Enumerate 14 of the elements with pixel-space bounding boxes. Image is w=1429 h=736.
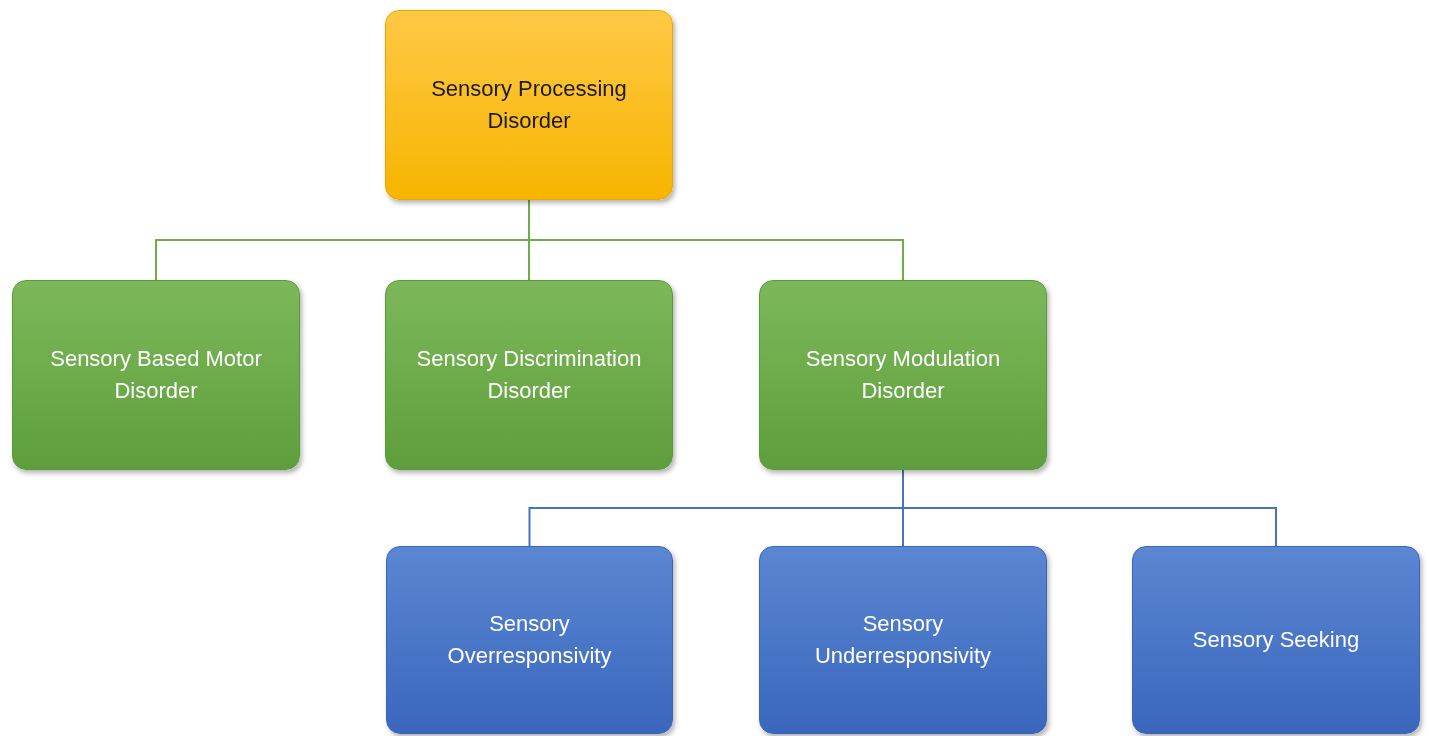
category-box (386, 546, 673, 734)
category-box (385, 280, 673, 470)
box-label: Sensory Based Motor Disorder (49, 345, 263, 405)
category-box (385, 10, 673, 200)
category-box (1132, 546, 1420, 734)
category-box (759, 546, 1047, 734)
box-label: Sensory Modulation Disorder (804, 345, 1002, 405)
box-label: Sensory Overresponsivity (446, 610, 613, 670)
box-label: Sensory Discrimination Disorder (415, 345, 643, 405)
box-label: Sensory Processing Disorder (430, 75, 628, 135)
category-box (12, 280, 300, 470)
box-label: Sensory Underresponsivity (813, 610, 993, 670)
category-box (759, 280, 1047, 470)
box-label: Sensory Seeking (1192, 626, 1360, 655)
